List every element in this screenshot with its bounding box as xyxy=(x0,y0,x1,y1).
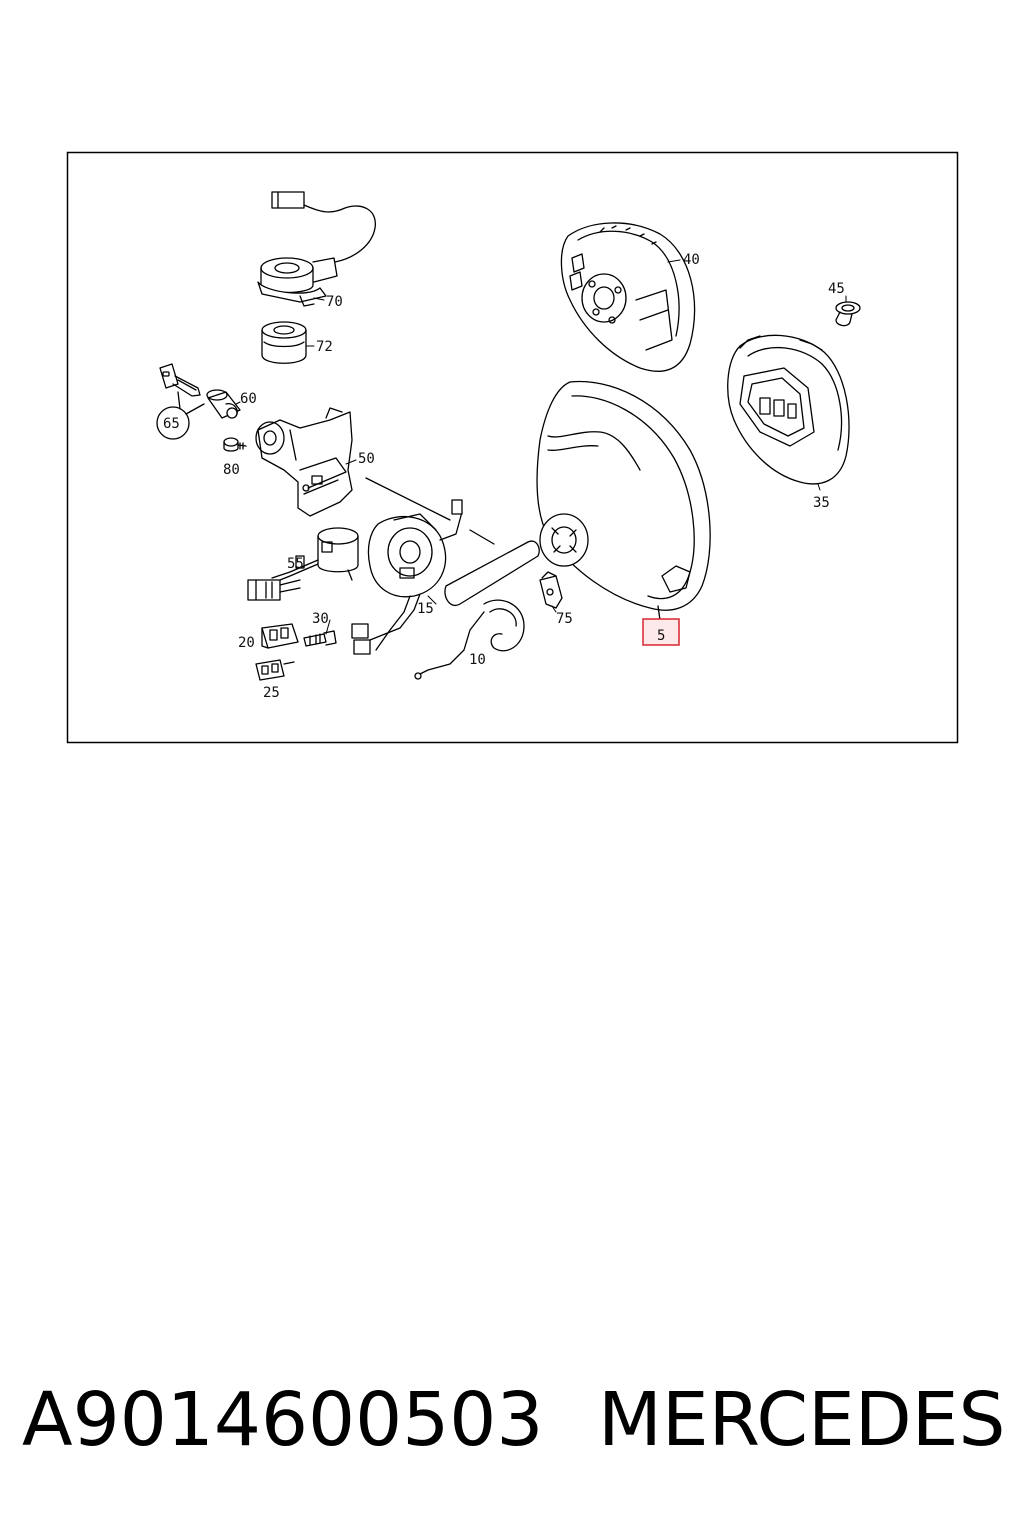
callout-5: 5 xyxy=(657,628,665,644)
part-number: A9014600503 xyxy=(22,1377,544,1463)
callout-45: 45 xyxy=(828,281,845,297)
shaft-sleeve-drawing xyxy=(365,477,540,607)
callout-65: 65 xyxy=(163,416,180,432)
ignition-switch-drawing xyxy=(247,527,359,601)
bolt-drawing xyxy=(835,301,861,327)
ignition-antenna-ring-drawing xyxy=(257,191,376,307)
bracket-drawing xyxy=(539,571,563,609)
callout-55: 55 xyxy=(287,556,304,572)
lock-cylinder-drawing xyxy=(206,389,241,419)
connector-block-drawing xyxy=(261,623,299,649)
sleeve-drawing xyxy=(261,321,307,364)
callout-60: 60 xyxy=(240,391,257,407)
screw-drawing xyxy=(223,437,247,452)
key-drawing xyxy=(156,363,205,440)
airbag-unit-back-drawing xyxy=(560,222,696,372)
callout-72: 72 xyxy=(316,339,333,355)
callout-40: 40 xyxy=(683,252,700,268)
callout-30: 30 xyxy=(312,611,329,627)
diagram-border xyxy=(66,151,959,744)
small-connector-drawing xyxy=(255,659,295,681)
callout-labels: 70 72 60 65 80 50 55 30 20 25 15 10 75 5… xyxy=(163,252,845,701)
callout-80: 80 xyxy=(223,462,240,478)
airbag-cover-drawing xyxy=(727,334,850,485)
callout-50: 50 xyxy=(358,451,375,467)
parts-diagram: 70 72 60 65 80 50 55 30 20 25 15 10 75 5… xyxy=(66,151,959,744)
callout-10: 10 xyxy=(469,652,486,668)
highlight-box xyxy=(642,618,680,646)
callout-15: 15 xyxy=(417,601,434,617)
callout-20: 20 xyxy=(238,635,255,651)
callout-25: 25 xyxy=(263,685,280,701)
connector-screw-drawing xyxy=(303,630,337,647)
leader-lines xyxy=(235,259,847,635)
slip-ring-drawing xyxy=(414,599,525,680)
steering-lock-housing-drawing xyxy=(255,407,353,517)
brand-name: MERCEDES xyxy=(598,1377,1006,1463)
callout-35: 35 xyxy=(813,495,830,511)
clock-spring-drawing xyxy=(351,499,463,655)
steering-wheel-drawing xyxy=(536,380,711,621)
caption-bar: A9014600503 MERCEDES xyxy=(0,1360,1024,1480)
callout-70: 70 xyxy=(326,294,343,310)
callout-75: 75 xyxy=(556,611,573,627)
